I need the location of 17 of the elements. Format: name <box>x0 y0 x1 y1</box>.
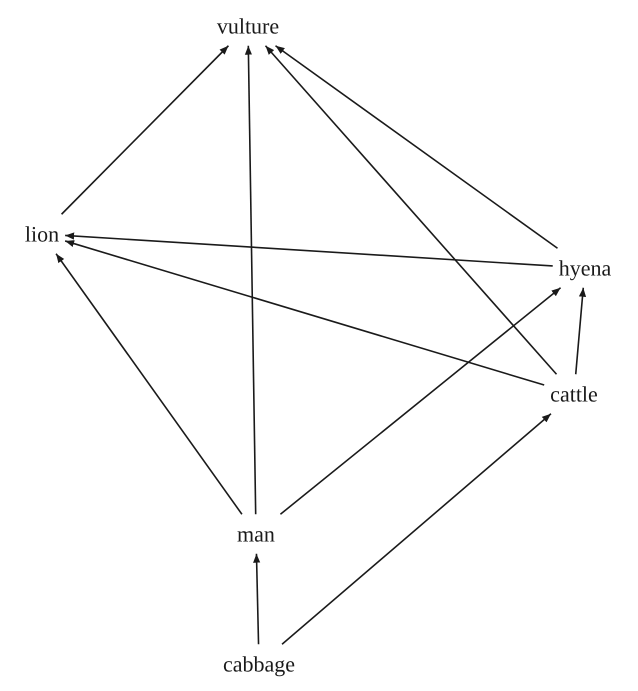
arrow <box>55 253 243 515</box>
arrow <box>64 240 544 386</box>
arrow <box>61 45 229 215</box>
species-label: vulture <box>216 12 280 40</box>
arrow <box>253 554 260 644</box>
arrow <box>574 288 586 374</box>
arrow <box>264 45 558 375</box>
arrow <box>65 232 553 267</box>
species-label: hyena <box>558 254 612 282</box>
species-label: lion <box>24 220 60 248</box>
arrow <box>275 45 558 249</box>
arrow <box>280 287 562 515</box>
arrow <box>282 413 552 645</box>
species-label: man <box>237 520 275 548</box>
species-label: cattle <box>550 380 598 408</box>
species-label: cabbage <box>222 650 296 678</box>
arrow <box>244 46 256 514</box>
